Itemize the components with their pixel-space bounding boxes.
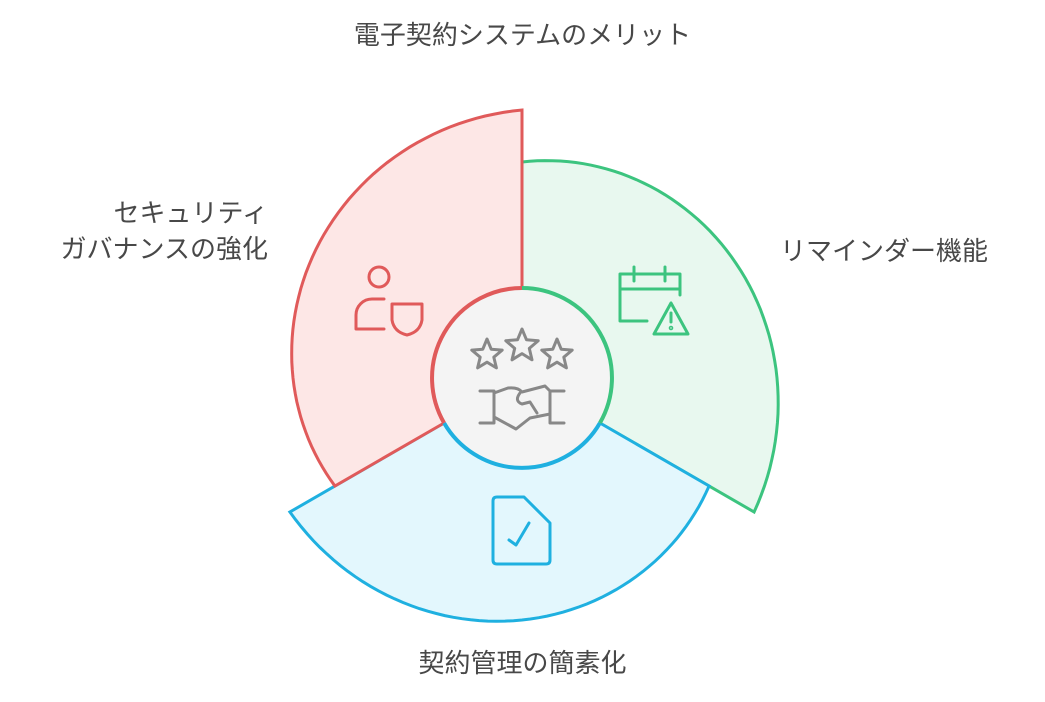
document-check-icon bbox=[491, 495, 552, 566]
star-icon bbox=[540, 337, 574, 370]
center-arc-blue bbox=[442, 421, 602, 470]
star-icon bbox=[470, 337, 504, 370]
label-line: セキュリティ bbox=[113, 199, 268, 229]
label-security-governance: セキュリティ ガバナンスの強化 bbox=[61, 196, 268, 268]
label-reminder: リマインダー機能 bbox=[780, 237, 989, 267]
center-arc-green bbox=[521, 286, 614, 424]
calendar-alert-icon bbox=[618, 265, 690, 336]
handshake-icon bbox=[478, 384, 566, 431]
center-circle bbox=[432, 288, 612, 468]
stars-handshake-icon bbox=[470, 327, 574, 431]
star-icon bbox=[504, 327, 540, 362]
user-shield-icon bbox=[354, 265, 424, 337]
center-arc-red bbox=[430, 286, 523, 424]
label-line: ガバナンスの強化 bbox=[60, 235, 268, 265]
diagram-title: 電子契約システムのメリット bbox=[353, 21, 692, 51]
label-contract-management: 契約管理の簡素化 bbox=[418, 649, 627, 679]
